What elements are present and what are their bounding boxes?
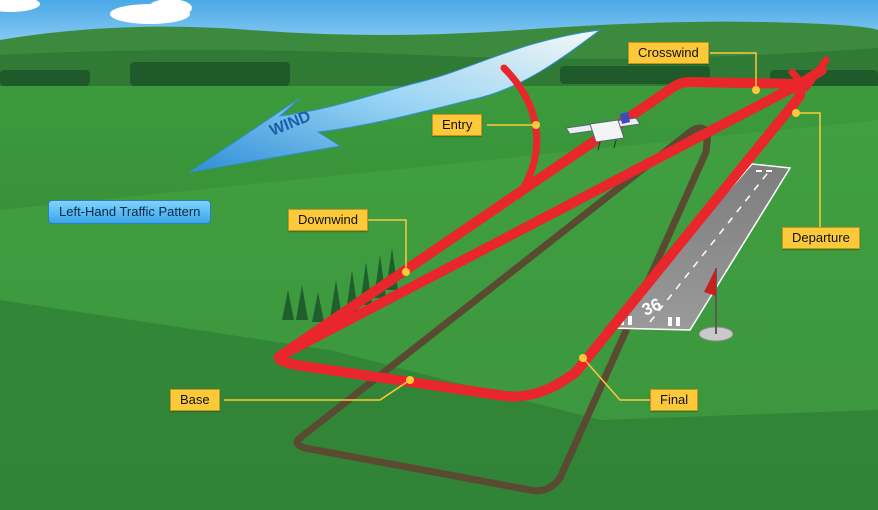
entry-label: Entry (432, 114, 483, 136)
field-foreground (0, 300, 878, 510)
diagram-title: Left-Hand Traffic Pattern (48, 200, 212, 224)
pattern-loop (273, 65, 827, 402)
final-label: Final (650, 389, 699, 411)
windsock-icon (698, 268, 734, 342)
wind-arrow (189, 29, 602, 173)
traffic-pattern-path (273, 56, 830, 402)
airplane-icon (565, 112, 641, 151)
departure-leg (788, 56, 830, 92)
clouds (0, 0, 192, 24)
base-label: Base (170, 389, 220, 411)
departure-label: Departure (782, 227, 860, 249)
runway: 36 (606, 163, 792, 331)
crosswind-label: Crosswind (628, 42, 709, 64)
leader-dots (402, 86, 800, 384)
ground-track (293, 124, 712, 495)
entry-leg (500, 64, 541, 200)
downwind-label: Downwind (288, 209, 368, 231)
